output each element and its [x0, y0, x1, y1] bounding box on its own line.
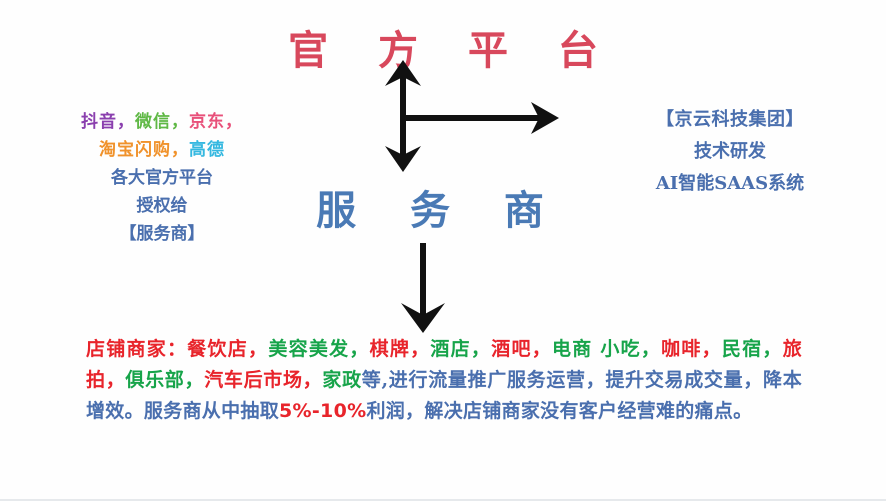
left-brand-douyin: 抖音， [81, 112, 135, 132]
left-line-4: 授权给 [42, 192, 282, 220]
left-line-1: 抖音，微信，京东， [42, 108, 282, 136]
left-brand-weixin: 微信， [135, 112, 189, 132]
paragraph-segment-13: 5%-10% [279, 400, 367, 422]
right-company-block: 【京云科技集团】 技术研发 AI智能SAAS系统 [600, 104, 860, 200]
arrow-down-lower [383, 243, 463, 335]
paragraph-segment-2: 棋牌， [369, 338, 431, 360]
bottom-description-paragraph: 店铺商家：餐饮店，美容美发，棋牌，酒店，酒吧，电商 小吃，咖啡，民宿，旅拍，俱乐… [86, 334, 802, 427]
left-service-provider-label: 【服务商】 [119, 224, 205, 244]
arrow-head-up [385, 60, 421, 86]
arrow-head-right [531, 102, 559, 134]
right-ai-saas-label: AI智能SAAS系统 [655, 173, 805, 194]
arrow-cluster-top [373, 56, 568, 176]
left-authorize-label: 授权给 [136, 196, 188, 216]
left-platform-block: 抖音，微信，京东， 淘宝闪购，高德 各大官方平台 授权给 【服务商】 [42, 108, 282, 248]
left-line-5: 【服务商】 [42, 220, 282, 248]
right-rnd-label: 技术研发 [694, 141, 766, 162]
left-line-3: 各大官方平台 [42, 164, 282, 192]
left-brand-taobao: 淘宝闪购， [99, 140, 189, 160]
paragraph-segment-8: 旅拍， [86, 338, 803, 391]
paragraph-segment-3: 酒店， [430, 338, 492, 360]
paragraph-segment-12: 等,进行流量推广服务运营，提升交易成交量，降本增效。服务商从中抽取 [86, 369, 803, 422]
left-major-platforms-label: 各大官方平台 [111, 168, 213, 188]
paragraph-segment-7: 民宿， [721, 338, 783, 360]
lower-arrow-head [401, 303, 445, 333]
paragraph-segment-1: 美容美发， [268, 338, 370, 360]
left-line-2: 淘宝闪购，高德 [42, 136, 282, 164]
lower-arrow-svg [401, 243, 445, 333]
paragraph-segment-11: 家政 [322, 369, 362, 391]
paragraph-segment-14: 利润，解决店铺商家没有客户经营难的痛点。 [366, 400, 753, 422]
paragraph-segment-10: 汽车后市场， [204, 369, 323, 391]
page-title: 官 方 平 台 [288, 27, 616, 74]
left-brand-gaode: 高德 [189, 140, 225, 160]
right-company-name: 【京云科技集团】 [656, 109, 804, 130]
paragraph-segment-6: 咖啡， [661, 338, 722, 360]
paragraph-segment-9: 俱乐部， [125, 369, 205, 391]
paragraph-segment-5: 电商 小吃， [551, 338, 662, 360]
arrow-head-down [385, 146, 421, 172]
center-node-service-provider: 服 务 商 [316, 187, 564, 234]
paragraph-segment-0: 店铺商家：餐饮店， [86, 338, 269, 360]
paragraph-segment-4: 酒吧， [491, 338, 552, 360]
top-arrows-svg [385, 60, 559, 172]
left-brand-jingdong: 京东， [189, 112, 243, 132]
